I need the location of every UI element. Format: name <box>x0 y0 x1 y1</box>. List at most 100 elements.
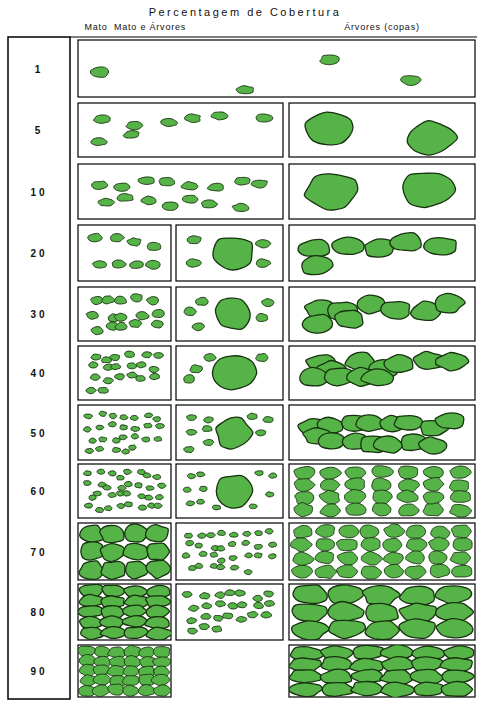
tree-crown <box>435 586 471 605</box>
shrub-blob <box>95 508 103 513</box>
shrub-blob <box>266 492 274 497</box>
shrub-blob <box>429 537 450 551</box>
shrub-blob <box>236 86 253 94</box>
shrub-blob <box>249 504 257 509</box>
cover-panel <box>289 287 475 341</box>
shrub-blob <box>89 362 98 368</box>
shrub-blob <box>360 525 379 539</box>
shrub-blob <box>398 466 417 479</box>
shrub-blob <box>102 296 115 304</box>
tree-crown <box>414 682 443 695</box>
shrub-blob <box>109 413 117 418</box>
shrub-blob <box>204 354 216 362</box>
shrub-blob <box>198 533 206 538</box>
shrub-blob <box>262 299 274 307</box>
shrub-blob <box>406 525 425 538</box>
tree-crown <box>302 256 333 275</box>
shrub-blob <box>112 447 120 452</box>
tree-crown <box>440 658 472 672</box>
shrub-blob <box>186 501 195 506</box>
shrub-blob <box>430 564 449 577</box>
shrub-blob <box>291 538 313 552</box>
tree-crown <box>419 437 447 454</box>
shrub-blob <box>84 414 93 419</box>
cover-panel <box>289 584 475 640</box>
percentage-number: 60 <box>30 486 47 497</box>
shrub-blob <box>217 558 225 563</box>
shrub-blob <box>161 119 178 127</box>
shrub-blob <box>229 532 238 537</box>
shrub-blob <box>153 647 170 658</box>
cover-sample <box>184 353 268 389</box>
cover-sample <box>183 471 276 510</box>
shrub-blob <box>149 367 159 373</box>
shrub-blob <box>450 491 470 503</box>
shrub-blob <box>254 553 262 558</box>
tree-crown <box>216 475 252 508</box>
shrub-blob <box>115 322 127 330</box>
cover-sample <box>305 112 457 155</box>
shrub-blob <box>155 495 163 500</box>
tree-crown <box>436 353 469 371</box>
cover-panel <box>289 164 475 219</box>
cover-panel <box>176 225 283 281</box>
shrub-blob <box>294 503 313 517</box>
shrub-blob <box>113 438 121 443</box>
shrub-blob <box>337 552 357 565</box>
shrub-blob <box>127 238 141 246</box>
shrub-blob <box>184 307 196 316</box>
shrub-blob <box>123 666 139 677</box>
tree-crown <box>81 542 103 560</box>
shrub-blob <box>151 320 163 328</box>
shrub-blob <box>138 685 155 696</box>
shrub-blob <box>91 327 103 335</box>
shrub-blob <box>91 354 101 360</box>
shrub-blob <box>144 423 152 428</box>
shrub-blob <box>214 615 223 621</box>
tree-crown <box>304 174 357 210</box>
shrub-blob <box>196 297 209 305</box>
tree-crown <box>101 561 125 579</box>
shrub-blob <box>150 373 160 379</box>
shrub-blob <box>244 570 252 575</box>
shrub-blob <box>153 475 161 480</box>
shrub-blob <box>212 505 220 510</box>
shrub-blob <box>225 590 236 596</box>
shrub-blob <box>199 486 207 491</box>
shrub-blob <box>346 503 366 515</box>
tree-crown <box>100 544 125 562</box>
tree-crown <box>435 293 465 312</box>
tree-crown <box>146 627 171 640</box>
cover-sample <box>78 584 171 640</box>
shrub-blob <box>186 259 201 267</box>
shrub-blob <box>184 447 194 453</box>
percentage-number: 1 <box>35 63 44 74</box>
shrub-blob <box>159 178 174 186</box>
tree-crown <box>361 369 394 386</box>
shrub-blob <box>130 415 138 420</box>
shrub-blob <box>256 259 270 268</box>
shrub-blob <box>243 531 251 536</box>
percentage-number: 40 <box>30 368 47 379</box>
shrub-blob <box>145 495 153 500</box>
shrub-blob <box>154 437 162 442</box>
cover-sample <box>83 411 164 454</box>
header-rule <box>70 37 477 38</box>
shrub-blob <box>99 437 107 442</box>
shrub-blob <box>372 478 391 492</box>
shrub-blob <box>122 676 139 686</box>
cover-sample <box>91 112 273 146</box>
cover-panel <box>289 645 475 697</box>
shrub-blob <box>111 364 121 370</box>
shrub-blob <box>188 605 198 611</box>
cover-sample <box>302 293 465 333</box>
shrub-blob <box>187 618 197 624</box>
percentage-number: 20 <box>30 248 47 259</box>
cover-sample <box>294 466 472 517</box>
cover-panel <box>176 405 283 460</box>
shrub-blob <box>108 471 116 476</box>
shrub-blob <box>199 624 209 630</box>
tree-crown <box>390 233 421 251</box>
tree-crown <box>399 586 434 604</box>
